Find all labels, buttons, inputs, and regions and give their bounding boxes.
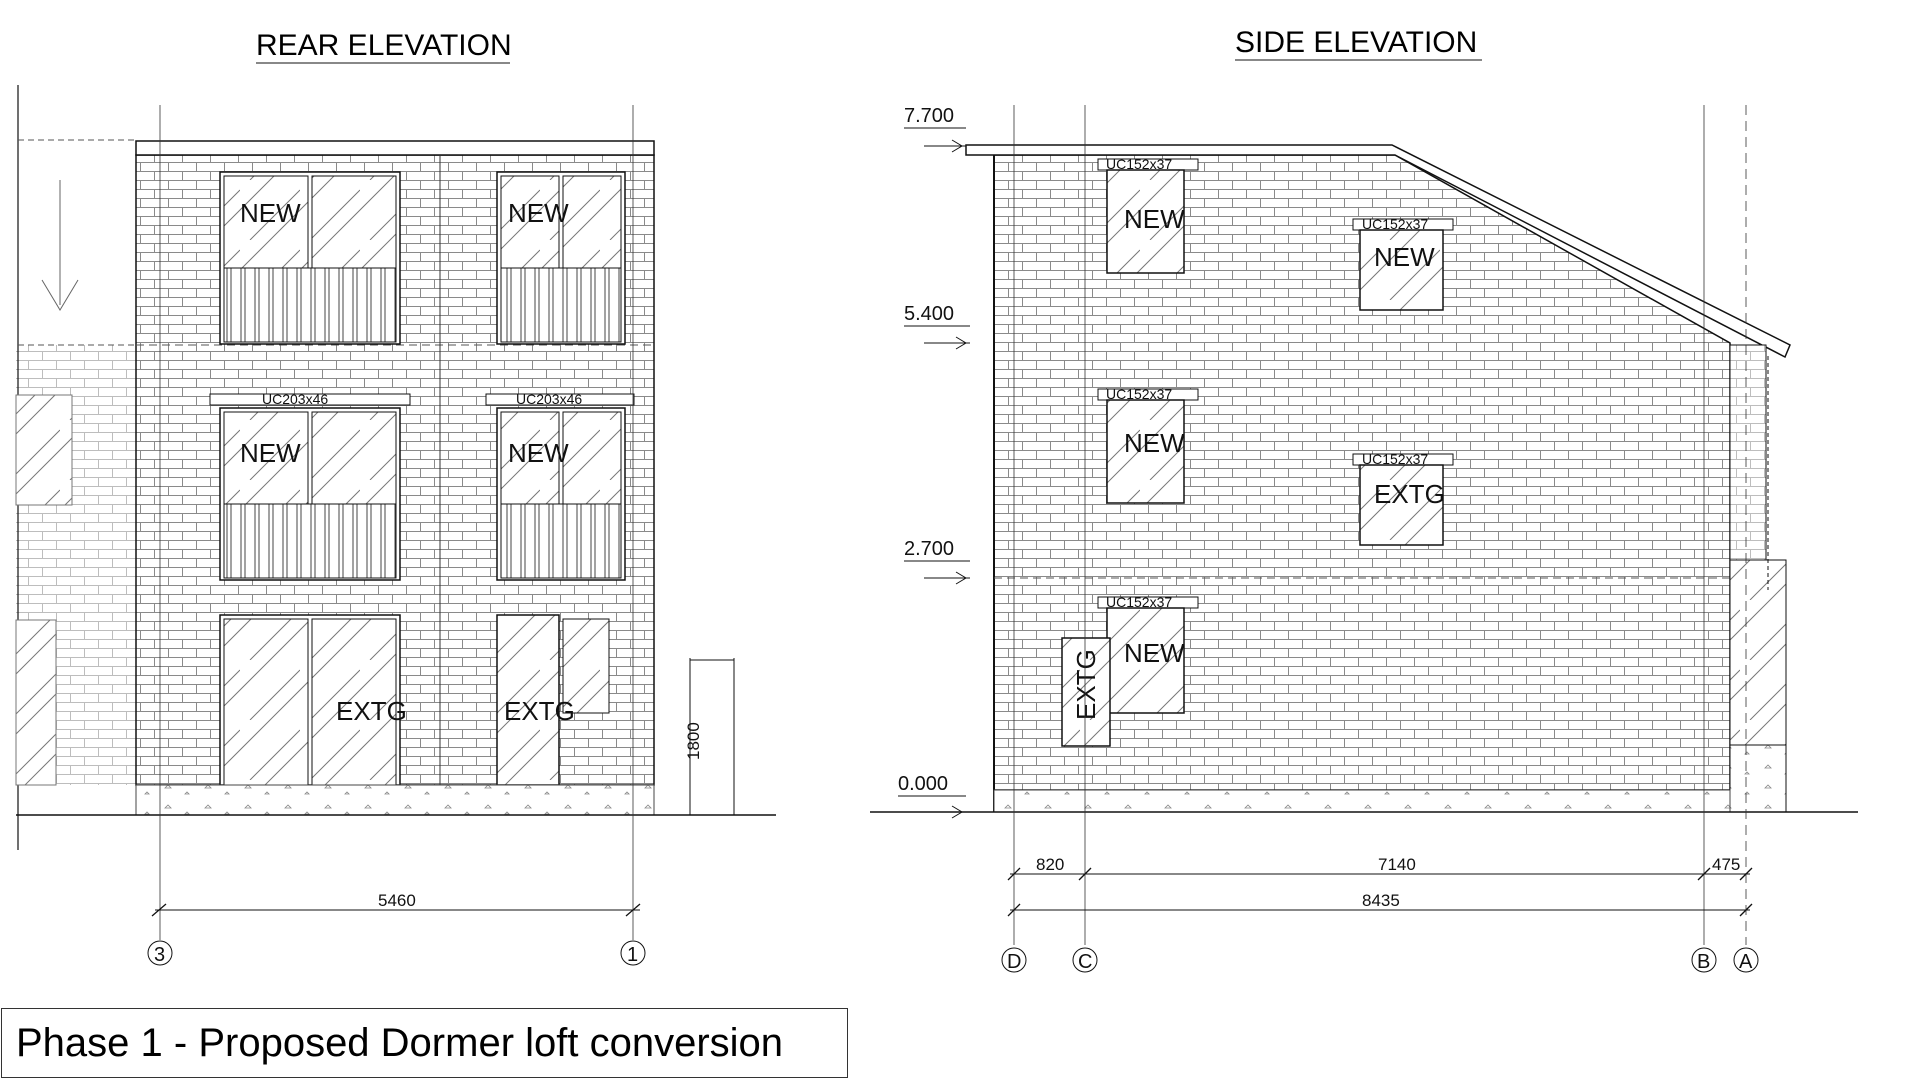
overall-dimension: 5460 bbox=[151, 891, 641, 917]
door-label: EXTG bbox=[1071, 649, 1101, 720]
window: NEW bbox=[496, 171, 626, 345]
drawing-caption: Phase 1 - Proposed Dormer loft conversio… bbox=[1, 1008, 848, 1078]
level-marker: 2.700 bbox=[904, 538, 970, 585]
svg-text:0.000: 0.000 bbox=[898, 773, 948, 795]
grid-bubble: 1 bbox=[620, 940, 646, 966]
beam-label: UC203x46 bbox=[516, 391, 582, 407]
level-marker: 5.400 bbox=[904, 303, 970, 350]
steel-beam bbox=[209, 393, 411, 406]
window-label: NEW bbox=[508, 438, 569, 468]
svg-text:B: B bbox=[1697, 951, 1710, 973]
level-marker: 0.000 bbox=[898, 773, 966, 819]
rear-elevation: REAR ELEVATION NEW bbox=[15, 29, 776, 966]
beam-label: UC152x37 bbox=[1106, 156, 1172, 172]
side-title: SIDE ELEVATION bbox=[1235, 26, 1477, 59]
steel-beam bbox=[485, 393, 635, 406]
beam-label: UC203x46 bbox=[262, 391, 328, 407]
window-label: NEW bbox=[1124, 638, 1185, 668]
side-plinth bbox=[993, 789, 1731, 813]
door-label: EXTG bbox=[336, 696, 407, 726]
window: NEW bbox=[219, 407, 401, 581]
side-extension bbox=[1729, 344, 1787, 813]
level-marker: 7.700 bbox=[904, 105, 966, 153]
window: NEW bbox=[496, 407, 626, 581]
window-label: NEW bbox=[508, 198, 569, 228]
beam-label: UC152x37 bbox=[1106, 594, 1172, 610]
svg-text:C: C bbox=[1078, 951, 1092, 973]
side-elevation: SIDE ELEVATION UC152x37 NEW UC152x37 NEW bbox=[870, 26, 1858, 973]
grid-bubble: D bbox=[1001, 947, 1027, 973]
beam-label: UC152x37 bbox=[1362, 216, 1428, 232]
rear-plinth bbox=[135, 784, 655, 816]
svg-text:A: A bbox=[1739, 951, 1753, 973]
window-label: NEW bbox=[240, 438, 301, 468]
window-label: EXTG bbox=[1374, 479, 1445, 509]
window-label: NEW bbox=[1374, 242, 1435, 272]
window: NEW bbox=[1106, 169, 1185, 274]
window-label: NEW bbox=[1124, 428, 1185, 458]
rear-roof-edge bbox=[135, 140, 655, 156]
grid-bubble: C bbox=[1072, 947, 1098, 973]
boundary-fence: 1800 bbox=[684, 658, 735, 815]
svg-text:3: 3 bbox=[154, 944, 165, 966]
dimension-string: 820 7140 475 bbox=[1007, 855, 1753, 881]
door: EXTG bbox=[496, 614, 610, 786]
beam-label: UC152x37 bbox=[1106, 386, 1172, 402]
door: EXTG bbox=[1061, 637, 1111, 747]
window: NEW bbox=[1106, 399, 1185, 504]
window: NEW bbox=[219, 171, 401, 345]
grid-bubble: B bbox=[1691, 947, 1717, 973]
overall-dimension: 8435 bbox=[1007, 891, 1753, 917]
svg-text:8435: 8435 bbox=[1362, 891, 1400, 910]
fence-height-dim: 1800 bbox=[684, 722, 703, 760]
beam-label: UC152x37 bbox=[1362, 451, 1428, 467]
window: NEW bbox=[1106, 607, 1185, 714]
svg-text:820: 820 bbox=[1036, 855, 1064, 874]
svg-text:D: D bbox=[1007, 951, 1021, 973]
neighbour-wall bbox=[15, 85, 136, 850]
svg-text:1: 1 bbox=[627, 944, 638, 966]
svg-text:2.700: 2.700 bbox=[904, 538, 954, 560]
svg-text:5.400: 5.400 bbox=[904, 303, 954, 325]
window-label: NEW bbox=[1124, 204, 1185, 234]
svg-text:5460: 5460 bbox=[378, 891, 416, 910]
window-label: NEW bbox=[240, 198, 301, 228]
rear-title: REAR ELEVATION bbox=[256, 29, 512, 62]
svg-text:475: 475 bbox=[1712, 855, 1740, 874]
grid-bubble: 3 bbox=[147, 940, 173, 966]
door-label: EXTG bbox=[504, 696, 575, 726]
side-roof bbox=[965, 144, 1791, 359]
grid-bubble: A bbox=[1733, 947, 1759, 973]
window: EXTG bbox=[1359, 464, 1445, 546]
door: EXTG bbox=[219, 614, 407, 786]
svg-text:7.700: 7.700 bbox=[904, 105, 954, 127]
svg-text:7140: 7140 bbox=[1378, 855, 1416, 874]
window: NEW bbox=[1359, 229, 1444, 311]
